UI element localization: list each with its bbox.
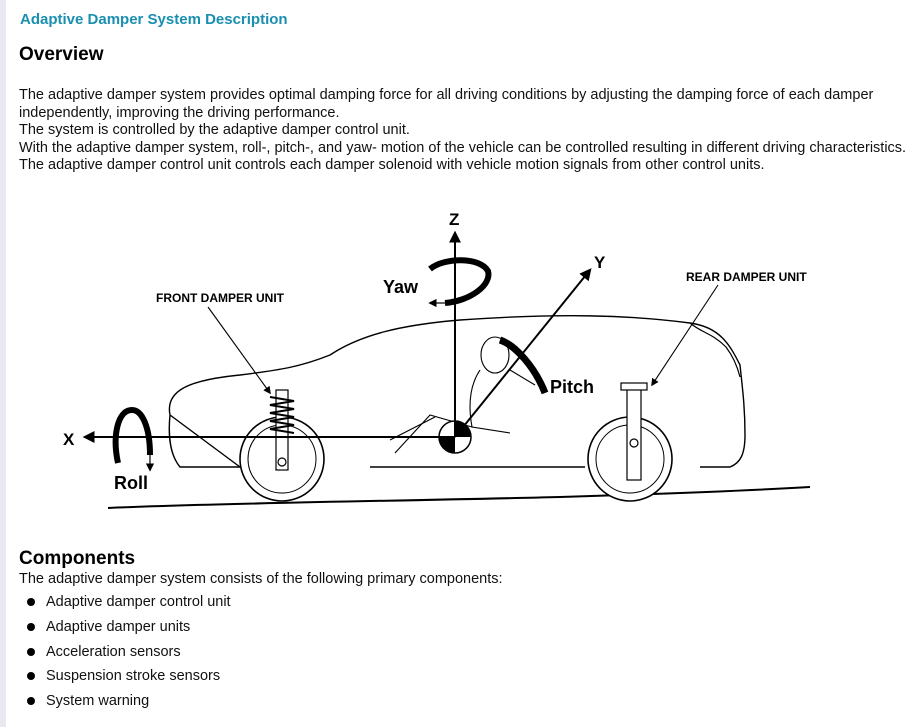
components-heading: Components [19,548,136,569]
pitch-rotation-arrow [498,336,549,395]
left-page-rule [0,0,6,727]
list-item: Adaptive damper control unit [26,590,231,615]
rear-damper-leader-line [651,284,719,387]
components-intro: The adaptive damper system consists of t… [19,571,503,587]
list-item-text: System warning [46,693,150,710]
roll-label: Roll [114,473,148,493]
front-damper-unit-icon [269,389,295,471]
front-damper-leader-line [207,306,271,395]
list-item-text: Adaptive damper control unit [46,594,231,610]
rear-damper-label: REAR DAMPER UNIT [686,270,807,284]
z-axis-label: Z [449,210,459,229]
list-item-text: Suspension stroke sensors [46,668,221,685]
list-item-text: Acceleration sensors [46,643,181,660]
list-item: System warning [26,689,231,714]
rear-hatch-outline [689,322,741,378]
list-item: Suspension stroke sensors [26,664,231,689]
overview-paragraph: The adaptive damper control unit control… [19,157,765,173]
bullet-icon [27,598,35,606]
document-title: Adaptive Damper System Description [20,11,288,28]
components-list: Adaptive damper control unit Adaptive da… [26,590,231,714]
bullet-icon [27,622,35,631]
pitch-label: Pitch [550,377,594,397]
yaw-label: Yaw [383,277,419,297]
y-axis-label: Y [594,253,606,272]
overview-paragraph: With the adaptive damper system, roll-, … [19,139,907,156]
list-item: Acceleration sensors [26,640,231,665]
rear-damper-unit-icon [620,382,648,481]
front-damper-label: FRONT DAMPER UNIT [156,291,285,305]
list-item-text: Adaptive damper units [46,618,191,635]
x-axis-label: X [63,430,75,449]
overview-text: The adaptive damper system provides opti… [19,87,909,175]
list-item: Adaptive damper units [26,615,231,640]
overview-heading: Overview [19,44,104,65]
bullet-icon [27,672,35,681]
overview-paragraph: The system is controlled by the adaptive… [19,122,410,138]
overview-paragraph: The adaptive damper system provides opti… [19,87,874,121]
ground-line [107,486,811,509]
adaptive-damper-diagram: FRONT DAMPER UNIT REAR DAMPER UNIT Z Y X… [63,210,811,509]
yaw-rotation-arrow [428,257,492,308]
bullet-icon [27,697,35,706]
roll-rotation-arrow [112,406,155,472]
car-body-outline [168,315,746,468]
bullet-icon [27,647,35,656]
